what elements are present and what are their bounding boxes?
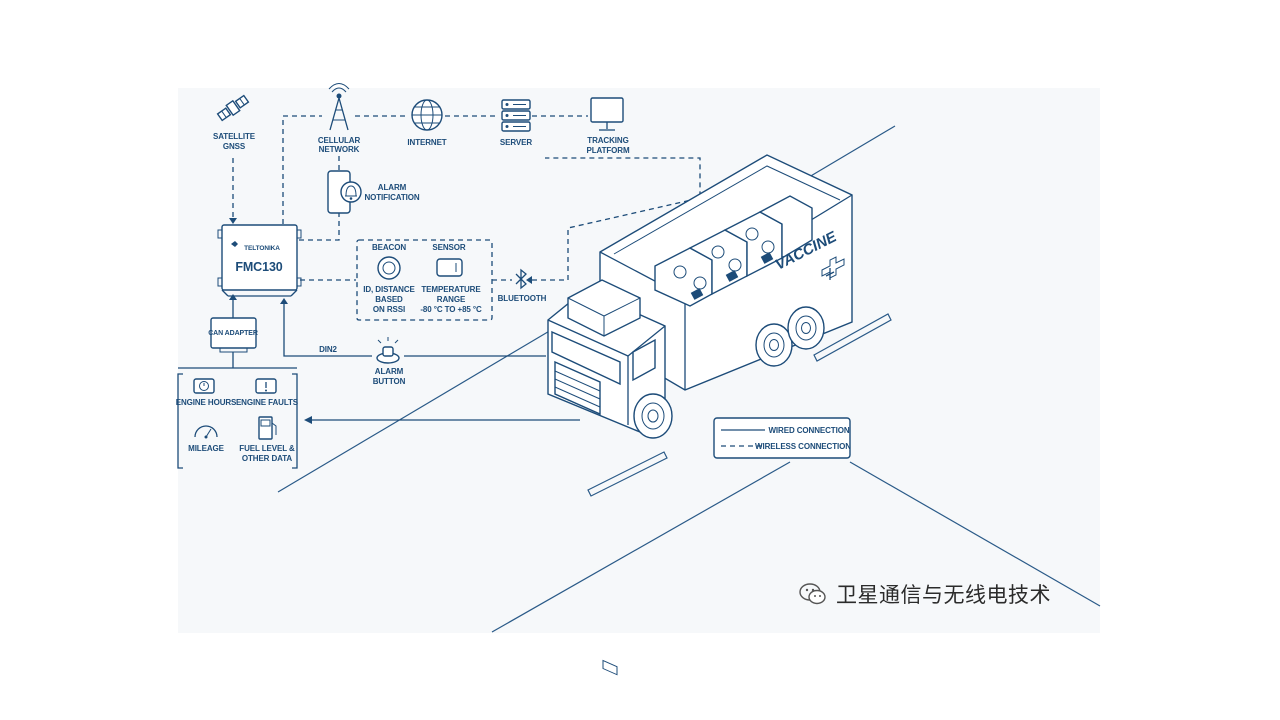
din2-label: DIN2 — [319, 345, 337, 354]
beacon-desc-2: BASED — [375, 295, 403, 304]
satellite-label-1: SATELLITE — [213, 132, 256, 141]
server-icon — [501, 99, 531, 132]
sensor-desc-1: TEMPERATURE — [421, 285, 481, 294]
beacon-desc-1: ID, DISTANCE — [363, 285, 415, 294]
vaccine-containers — [654, 195, 813, 307]
bluetooth-devices-group — [356, 239, 493, 321]
fmc130-device — [217, 224, 302, 297]
globe-icon — [411, 99, 443, 131]
satellite-label-2: GNSS — [223, 142, 246, 151]
engine-hours-label: ENGINE HOURS — [176, 398, 237, 407]
vaccine-truck — [547, 154, 853, 676]
legend — [713, 417, 851, 459]
internet-label: INTERNET — [407, 138, 446, 147]
satellite-icon — [216, 94, 250, 122]
vehicle-data-group — [177, 367, 298, 469]
can-adapter-label: CAN ADAPTER — [208, 330, 258, 337]
engine-faults-icon — [255, 378, 277, 394]
fuel-pump-icon — [258, 416, 277, 440]
watermark: 卫星通信与无线电技术 — [798, 580, 1051, 608]
fuel-label-1: FUEL LEVEL & — [239, 444, 295, 453]
device-brand: TELTONIKA — [244, 245, 280, 252]
connection-lines — [229, 115, 771, 424]
alarm-notification-label-1: ALARM — [378, 183, 407, 192]
watermark-text: 卫星通信与无线电技术 — [836, 583, 1051, 607]
cellular-label-1: CELLULAR — [318, 136, 361, 145]
cellular-tower-icon — [328, 83, 350, 131]
can-adapter — [210, 317, 257, 353]
alarm-notification-label-2: NOTIFICATION — [364, 193, 419, 202]
alarm-button-label-1: ALARM — [375, 367, 404, 376]
sensor-title: SENSOR — [432, 243, 466, 252]
legend-wireless: WIRELESS CONNECTION — [755, 442, 851, 451]
tracking-label-1: TRACKING — [587, 136, 628, 145]
wechat-icon — [799, 583, 826, 605]
bluetooth-icon — [515, 268, 527, 290]
server-label: SERVER — [500, 138, 532, 147]
sensor-desc-2: RANGE — [437, 295, 466, 304]
legend-wired: WIRED CONNECTION — [768, 426, 849, 435]
mileage-label: MILEAGE — [188, 444, 225, 453]
beacon-desc-3: ON RSSI — [373, 305, 405, 314]
alarm-button-icon — [376, 337, 400, 364]
device-model: FMC130 — [235, 260, 282, 274]
engine-faults-label: ENGINE FAULTS — [236, 398, 299, 407]
speedometer-icon — [194, 425, 218, 439]
cellular-label-2: NETWORK — [319, 145, 360, 154]
bluetooth-label: BLUETOOTH — [498, 294, 547, 303]
monitor-icon — [590, 97, 624, 131]
tracking-label-2: PLATFORM — [586, 146, 629, 155]
engine-hours-icon — [193, 378, 215, 394]
phone-bell-icon — [327, 170, 362, 214]
beacon-title: BEACON — [372, 243, 406, 252]
sensor-desc-3: -80 °C TO +85 °C — [420, 305, 482, 314]
alarm-button-label-2: BUTTON — [373, 377, 406, 386]
fuel-label-2: OTHER DATA — [242, 454, 293, 463]
